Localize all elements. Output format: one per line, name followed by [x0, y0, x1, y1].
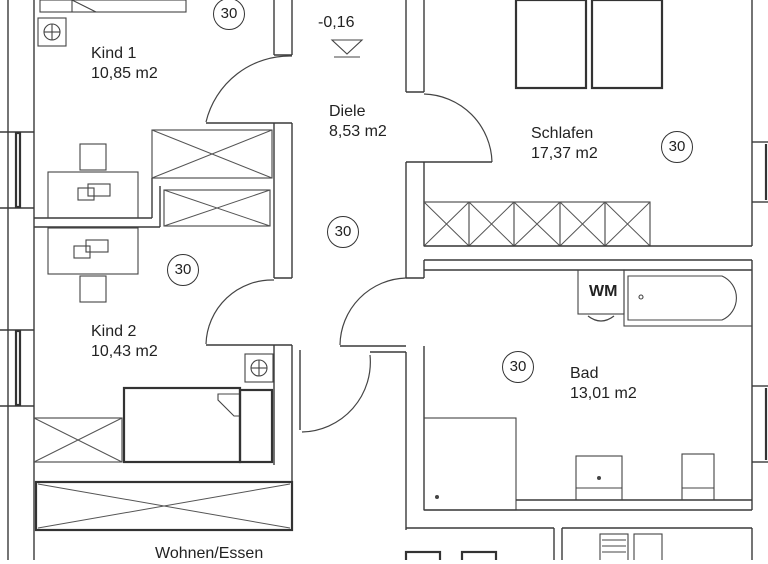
kind1-desk	[47, 143, 139, 219]
window-left-2	[0, 329, 34, 407]
schlafen-wardrobe	[423, 201, 651, 247]
marker-kind1: 30	[213, 0, 245, 30]
kitchen-appliances	[404, 533, 663, 560]
kind1-bed	[39, 0, 187, 13]
room-label-kind2: Kind 2 10,43 m2	[91, 323, 158, 360]
sink	[575, 455, 623, 501]
window-right-1	[752, 141, 768, 203]
room-label-bad: Bad 13,01 m2	[570, 365, 637, 402]
kind2-outlet-icon	[244, 353, 274, 383]
level-value: -0,16	[318, 14, 355, 31]
living-wardrobe	[34, 480, 294, 532]
washing-machine-label: WM	[589, 283, 618, 300]
kind1-outlet-icon	[37, 17, 67, 47]
door-kind1	[205, 55, 293, 123]
schlafen-bed	[514, 0, 664, 90]
door-kind2	[205, 279, 275, 345]
bathtub	[623, 269, 753, 327]
shower	[423, 417, 517, 511]
marker-diele: 30	[327, 216, 359, 248]
door-bad	[339, 277, 407, 346]
marker-kind2: 30	[167, 254, 199, 286]
level-marker-icon	[330, 39, 364, 58]
door-hall	[301, 354, 371, 433]
kind2-bed	[122, 386, 274, 464]
marker-bad: 30	[502, 351, 534, 383]
room-label-diele: Diele 8,53 m2	[329, 103, 387, 140]
wardrobe-kind2	[163, 189, 271, 227]
room-label-kind1: Kind 1 10,85 m2	[91, 45, 158, 82]
room-label-wohnen-essen: Wohnen/Essen	[155, 545, 264, 562]
window-right-2	[752, 385, 768, 463]
kind2-chest	[33, 417, 123, 463]
kind2-desk	[47, 227, 139, 303]
room-label-schlafen: Schlafen 17,37 m2	[531, 125, 598, 162]
toilet	[681, 453, 715, 501]
wardrobe-kind1	[151, 129, 273, 179]
marker-schlafen: 30	[661, 131, 693, 163]
door-schlafen	[423, 93, 493, 163]
window-left-1	[0, 131, 34, 209]
